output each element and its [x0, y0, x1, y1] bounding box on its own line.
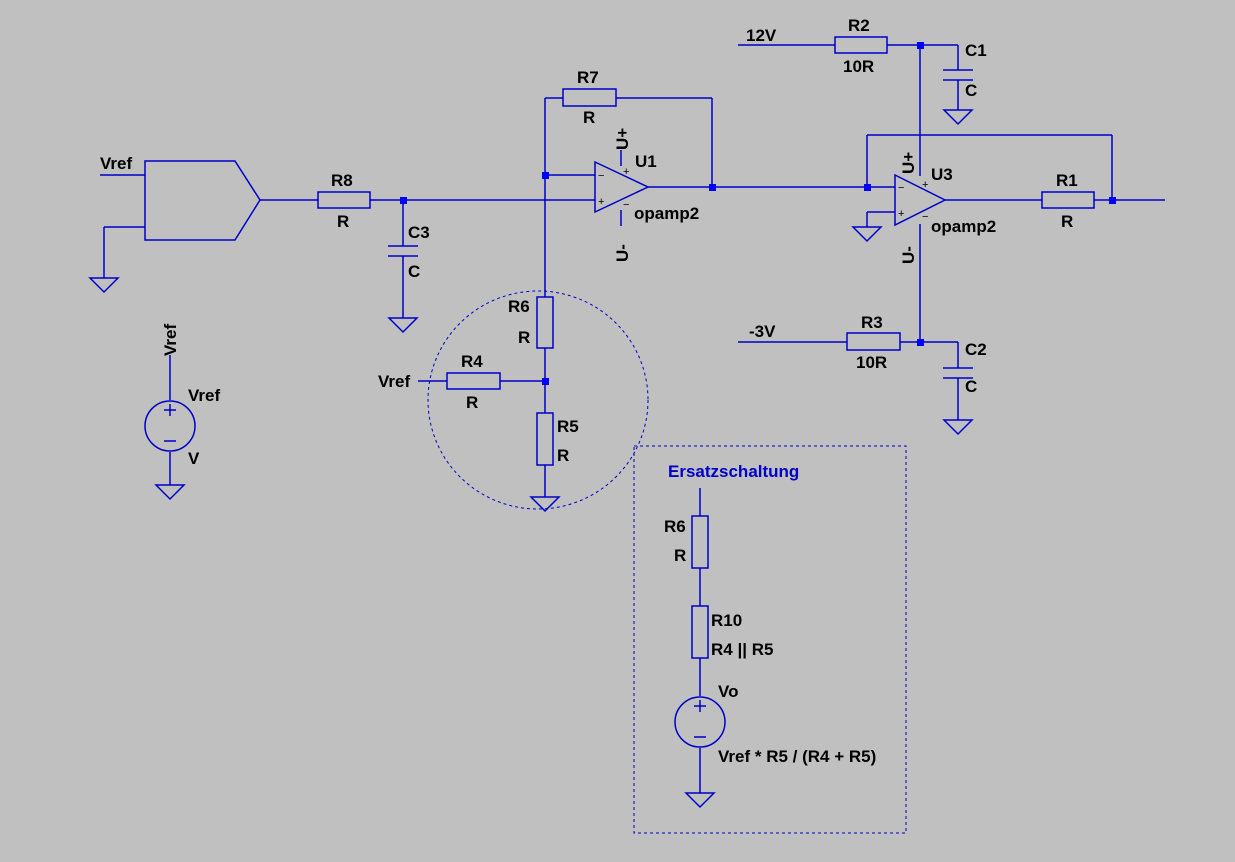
- u3-model: opamp2: [931, 217, 996, 236]
- net-label-vref-in: Vref: [100, 154, 132, 173]
- ground-icon: [851, 226, 883, 243]
- ground-icon: [529, 496, 561, 513]
- svg-text:−: −: [922, 211, 928, 223]
- junction-dots: [400, 42, 1116, 385]
- r3-name: R3: [861, 313, 883, 332]
- r2-name: R2: [848, 16, 870, 35]
- ground-icon: [942, 419, 974, 436]
- opamp-u3: − + + −: [894, 173, 947, 227]
- eq-r6-name: R6: [664, 517, 686, 536]
- ground-symbols: [88, 109, 974, 809]
- r4-name: R4: [461, 352, 483, 371]
- capacitor-symbols: [388, 69, 973, 379]
- r6-body: [536, 296, 554, 349]
- c3-name: C3: [408, 223, 430, 242]
- net-label-vref-r4: Vref: [378, 372, 410, 391]
- u1-vminus: U-: [613, 244, 632, 262]
- eq-r10-value: R4 || R5: [711, 640, 773, 659]
- r5-name: R5: [557, 417, 579, 436]
- r5-body: [536, 412, 554, 466]
- c3-body: [388, 245, 418, 257]
- equivalent-title: Ersatzschaltung: [668, 462, 799, 481]
- r1-name: R1: [1056, 171, 1078, 190]
- eq-r10-body: [691, 605, 709, 659]
- input-block: [144, 160, 261, 241]
- r8-value: R: [337, 212, 349, 231]
- net-label-neg3v: -3V: [749, 322, 776, 341]
- r7-name: R7: [577, 68, 599, 87]
- svg-text:+: +: [898, 208, 904, 220]
- equivalent-circuit-frame: [633, 445, 907, 834]
- eq-r6-value: R: [674, 546, 686, 565]
- r8-body: [317, 191, 371, 209]
- svg-text:+: +: [598, 196, 604, 208]
- highlight-circle: [427, 290, 649, 510]
- ground-icon: [387, 317, 419, 334]
- c3-value: C: [408, 262, 420, 281]
- opamp-u1: − + + −: [594, 160, 650, 214]
- eq-r6-body: [691, 515, 709, 569]
- svg-text:−: −: [598, 170, 604, 182]
- r7-value: R: [583, 108, 595, 127]
- net-label-12v: 12V: [746, 26, 777, 45]
- r4-value: R: [466, 393, 478, 412]
- ground-icon: [684, 792, 716, 809]
- r7-body: [562, 88, 617, 107]
- u3-vminus: U-: [899, 246, 918, 264]
- u1-vplus: U+: [613, 128, 632, 150]
- eq-r10-name: R10: [711, 611, 742, 630]
- c1-name: C1: [965, 41, 987, 60]
- voltage-source-vo: [674, 696, 726, 748]
- resistor-symbols: [317, 36, 1095, 659]
- r3-value: 10R: [856, 353, 887, 372]
- eq-vo-name: Vo: [718, 682, 738, 701]
- vsrc-name: Vref: [188, 386, 220, 405]
- r5-value: R: [557, 446, 569, 465]
- vsrc-value: V: [188, 449, 200, 468]
- u3-name: U3: [931, 165, 953, 184]
- u1-model: opamp2: [634, 204, 699, 223]
- r4-body: [446, 372, 501, 390]
- r6-value: R: [518, 328, 530, 347]
- svg-text:−: −: [898, 182, 904, 194]
- r2-body: [834, 36, 888, 54]
- r6-name: R6: [508, 297, 530, 316]
- c2-value: C: [965, 377, 977, 396]
- svg-text:+: +: [922, 179, 928, 191]
- u3-vplus: U+: [899, 152, 918, 174]
- u1-name: U1: [635, 152, 657, 171]
- voltage-source-vref: [144, 400, 196, 452]
- wires: [100, 44, 1165, 793]
- r2-value: 10R: [843, 57, 874, 76]
- ground-icon: [942, 109, 974, 126]
- c2-name: C2: [965, 340, 987, 359]
- r3-body: [846, 332, 901, 351]
- r1-body: [1041, 191, 1095, 209]
- c1-body: [943, 69, 973, 81]
- svg-text:−: −: [623, 199, 629, 211]
- c1-value: C: [965, 81, 977, 100]
- vsrc-net-label: Vref: [161, 324, 180, 356]
- r1-value: R: [1061, 212, 1073, 231]
- ground-icon: [154, 484, 186, 501]
- c2-body: [943, 367, 973, 379]
- svg-text:+: +: [623, 166, 629, 178]
- r8-name: R8: [331, 171, 353, 190]
- eq-vo-value: Vref * R5 / (R4 + R5): [718, 747, 876, 766]
- labels: Vref R8 R C3 C R7 R U1 opamp2 U+ U- R6 R…: [100, 16, 1078, 766]
- ground-icon: [88, 277, 120, 294]
